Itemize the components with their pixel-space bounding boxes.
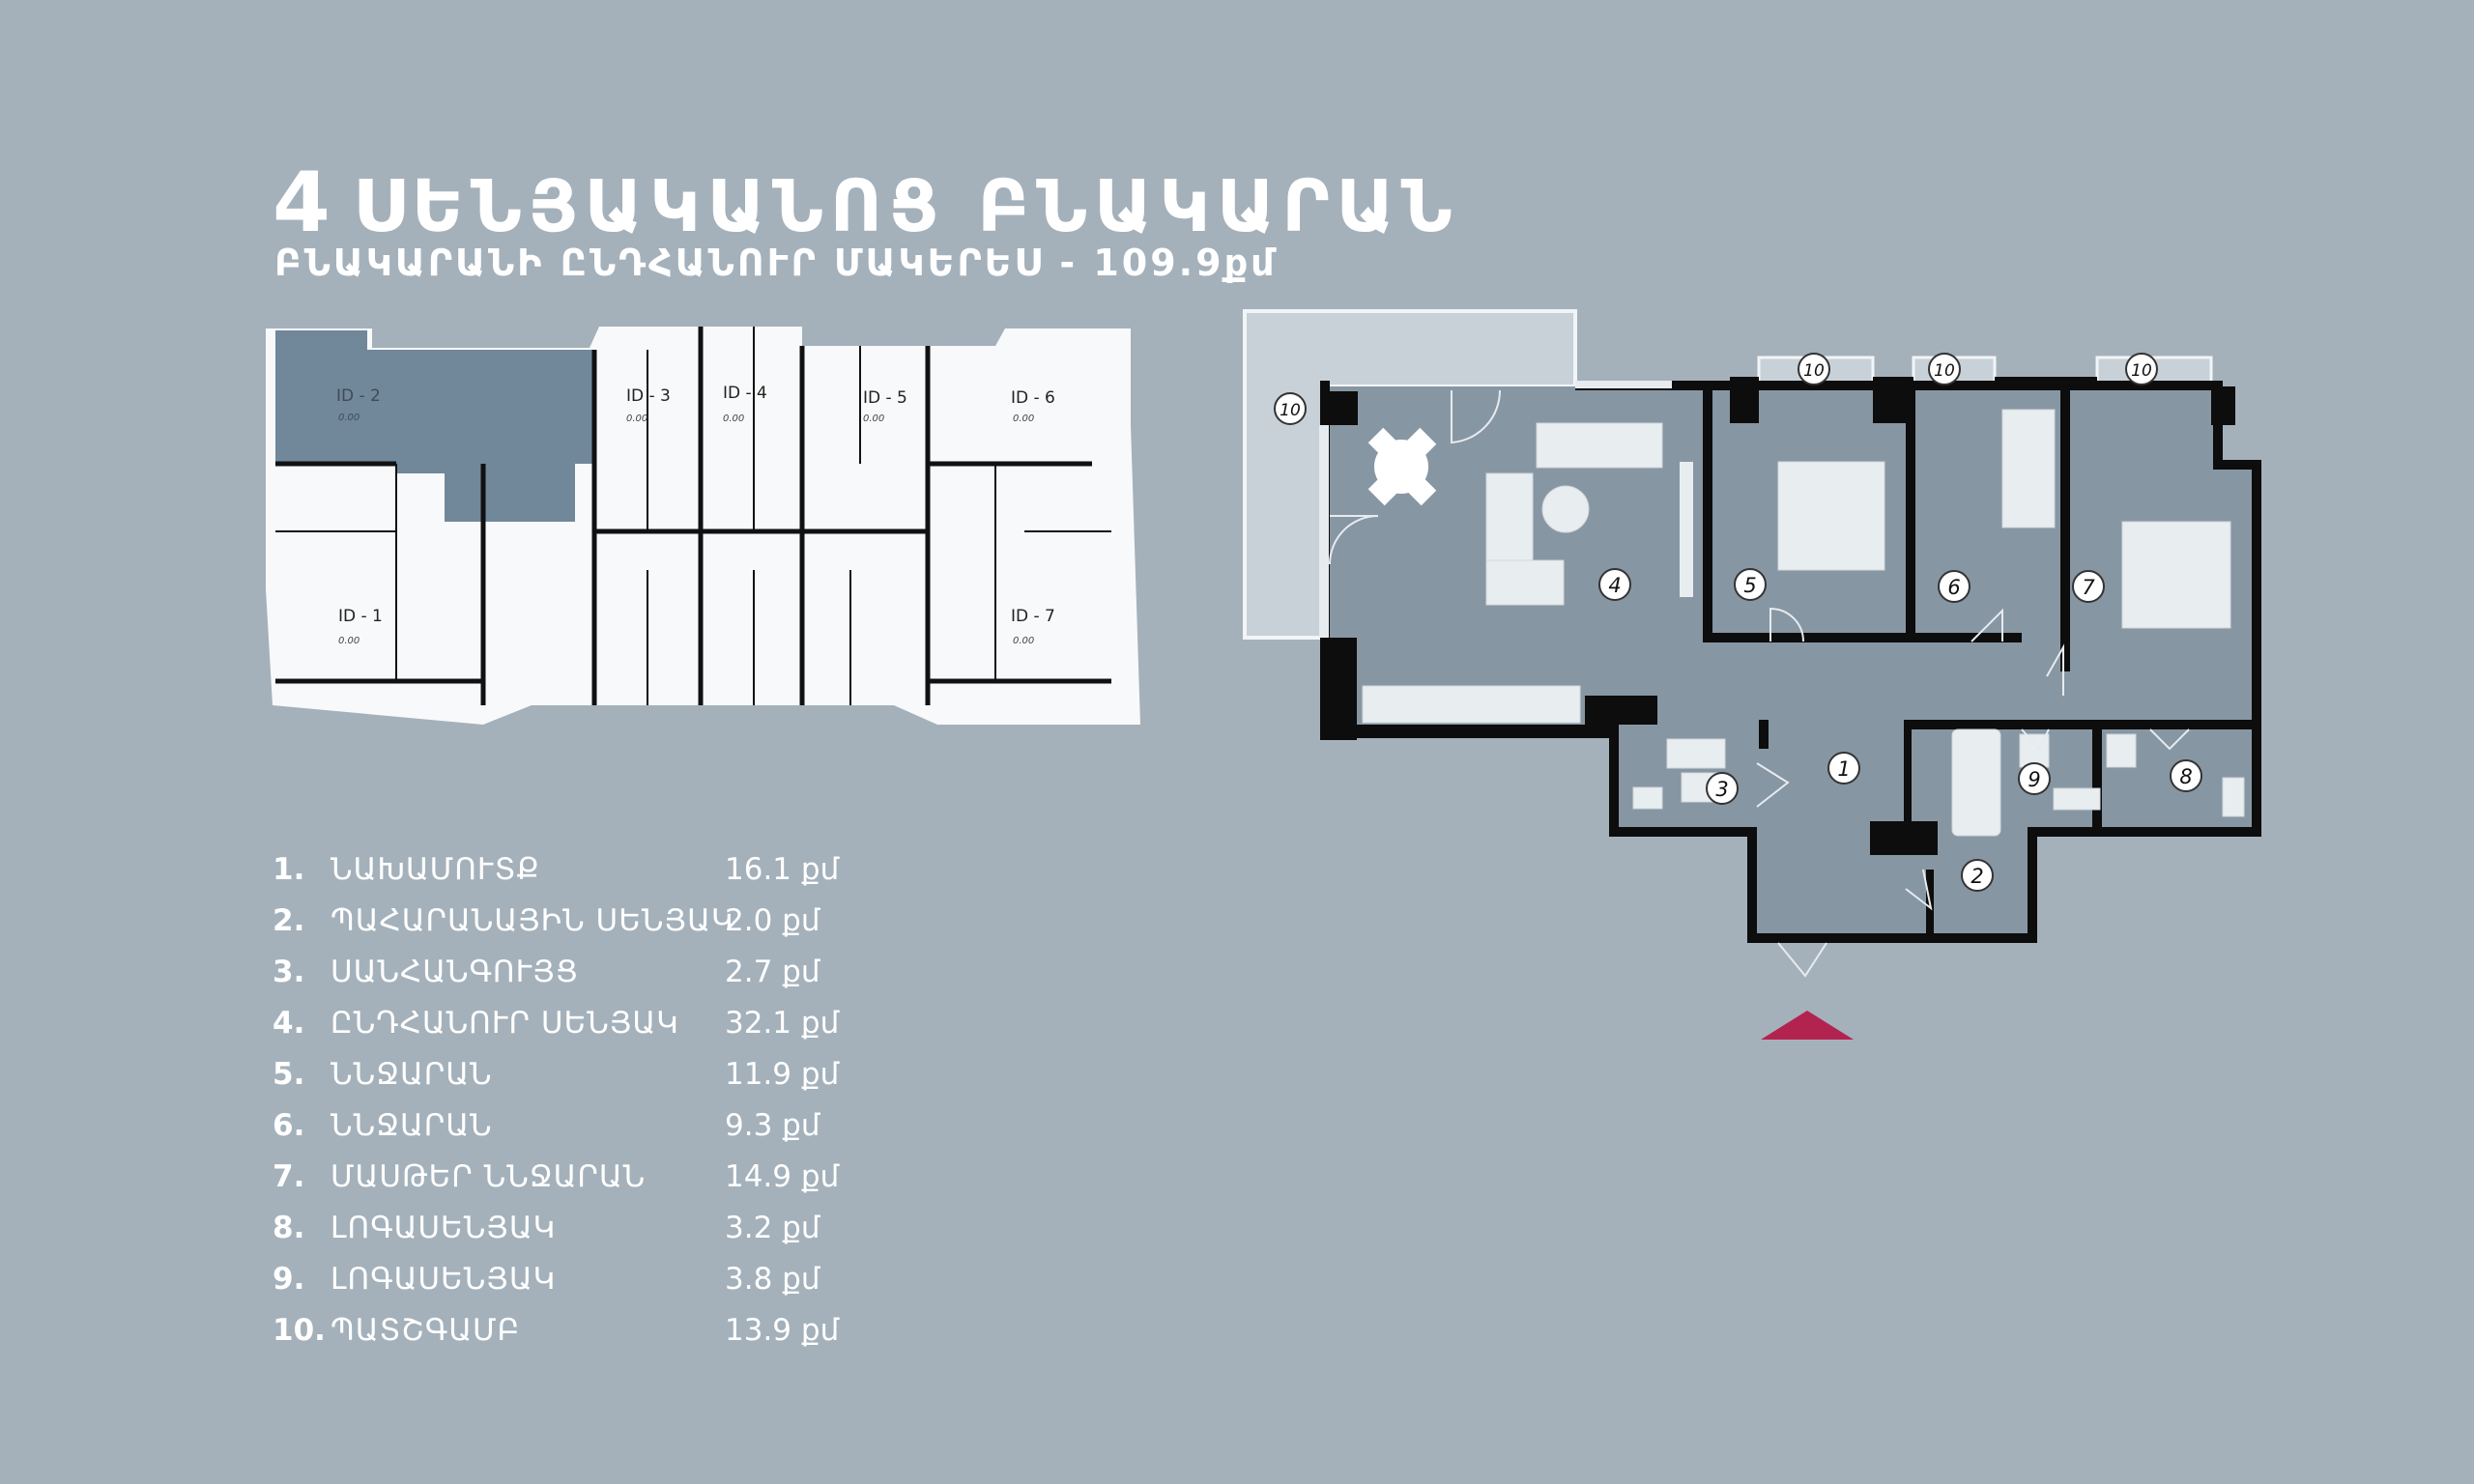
bed-5 bbox=[1777, 461, 1885, 571]
unit-label-4: ID - 4 bbox=[723, 384, 767, 403]
room-label-5: 5 bbox=[1743, 574, 1756, 597]
room-label-4: 4 bbox=[1608, 574, 1621, 597]
unit-level-2: 0.00 bbox=[338, 413, 360, 423]
title-text: ՍԵՆՅԱԿԱՆՈՑ ԲՆԱԿԱՐԱՆ bbox=[352, 165, 1459, 248]
title-number: 4 bbox=[273, 155, 337, 251]
unit-level-6: 0.00 bbox=[1013, 414, 1034, 424]
unit-level-3: 0.00 bbox=[626, 414, 647, 424]
unit-label-1: ID - 1 bbox=[338, 607, 383, 626]
unit-level-4: 0.00 bbox=[723, 414, 744, 424]
apartment-floor-plan: 10 10 10 10 1 2 3 4 5 6 7 8 9 bbox=[1243, 309, 2261, 1040]
room-label-2: 2 bbox=[1971, 865, 1983, 888]
unit-label-6: ID - 6 bbox=[1011, 388, 1055, 408]
unit-label-2: ID - 2 bbox=[336, 386, 381, 406]
room-label-10: 10 bbox=[1280, 401, 1301, 420]
room-label-9: 9 bbox=[2028, 768, 2040, 791]
sofa bbox=[1536, 422, 1663, 469]
dining-set bbox=[1367, 427, 1437, 506]
room-label-7: 7 bbox=[2082, 576, 2095, 599]
unit-level-5: 0.00 bbox=[863, 414, 884, 424]
bed-7 bbox=[2121, 521, 2231, 629]
bathtub bbox=[1951, 728, 2001, 837]
unit-level-7: 0.00 bbox=[1013, 636, 1034, 646]
room-label-10: 10 bbox=[2131, 361, 2152, 381]
bed-6 bbox=[2001, 409, 2056, 528]
building-key-plan: ID - 1 0.00 ID - 2 0.00 ID - 3 0.00 ID -… bbox=[266, 327, 1140, 725]
kitchen-counter bbox=[1362, 685, 1581, 724]
room-label-6: 6 bbox=[1947, 576, 1960, 599]
unit-label-7: ID - 7 bbox=[1011, 607, 1055, 626]
room-label-10: 10 bbox=[1803, 361, 1825, 381]
unit-label-3: ID - 3 bbox=[626, 386, 671, 406]
coffee-table bbox=[1541, 485, 1590, 533]
highlighted-unit bbox=[275, 330, 594, 522]
room-label-3: 3 bbox=[1715, 778, 1728, 801]
unit-label-5: ID - 5 bbox=[863, 388, 907, 408]
room-label-10: 10 bbox=[1934, 361, 1955, 381]
page-subtitle: ԲՆԱԿԱՐԱՆԻ ԸՆԴՀԱՆՈՒՐ ՄԱԿԵՐԵՍ - 109.9քմ bbox=[274, 242, 1278, 284]
entrance-arrow bbox=[1761, 1011, 1854, 1040]
unit-level-1: 0.00 bbox=[338, 636, 360, 646]
room-label-8: 8 bbox=[2179, 765, 2192, 788]
room-label-1: 1 bbox=[1837, 757, 1850, 781]
